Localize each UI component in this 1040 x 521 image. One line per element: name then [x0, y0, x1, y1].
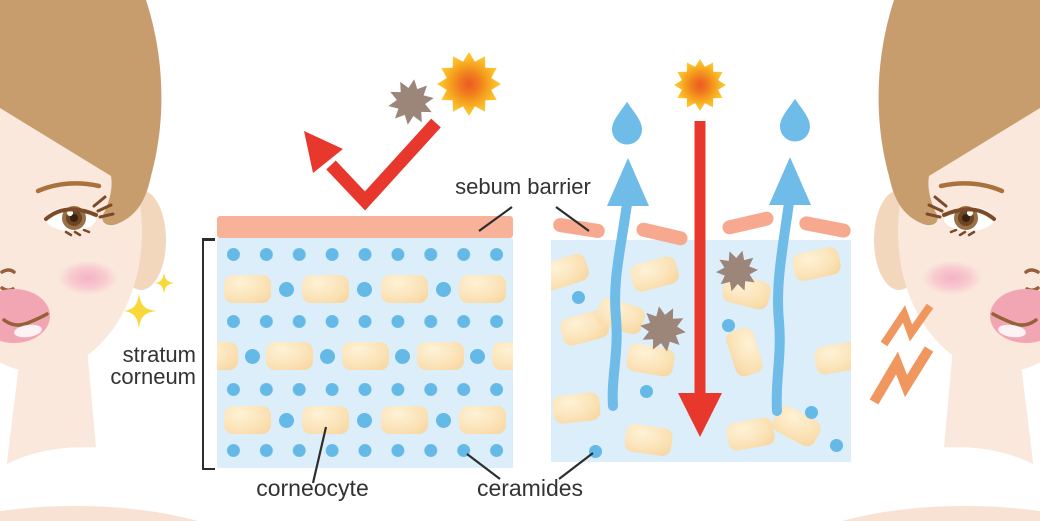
- corneocyte-cell: [790, 245, 843, 283]
- corneocyte-cell: [723, 325, 766, 379]
- corneocyte-cell: [458, 275, 506, 303]
- ceramide-dot: [435, 281, 451, 297]
- corneocyte-cell: [224, 275, 271, 303]
- corneocyte-cell: [416, 342, 464, 370]
- corneocyte-cell: [724, 416, 777, 452]
- corneocyte-cell: [624, 342, 677, 378]
- ceramide-dot-row: [217, 315, 513, 328]
- ceramide-dot: [640, 385, 653, 398]
- ceramide-dot: [722, 319, 735, 332]
- corneocyte-cell: [380, 406, 428, 434]
- irritant-particle-icon: [386, 76, 436, 128]
- corneocyte-cell: [302, 406, 350, 434]
- water-droplet-icon: [612, 101, 642, 145]
- corneocyte-label: corneocyte: [256, 475, 369, 501]
- ceramide-dot: [357, 281, 373, 297]
- ceramide-dot-row: [217, 383, 513, 396]
- broken-sebum-barrier-fragment: [552, 217, 606, 239]
- ceramide-dot: [244, 348, 260, 364]
- irritated-woman-face: [840, 0, 1040, 521]
- corneocyte-cell: [551, 391, 602, 425]
- stratum-corneum-label: stratum corneum: [84, 344, 196, 388]
- corneocyte-cell: [224, 406, 271, 434]
- broken-sebum-barrier-fragment: [721, 210, 775, 236]
- ceramide-dot: [395, 348, 411, 364]
- corneocyte-cell: [458, 406, 506, 434]
- ceramide-dot: [805, 406, 818, 419]
- corneocyte-row: [217, 406, 513, 434]
- ceramide-dot: [279, 412, 295, 428]
- ceramide-dot: [435, 412, 451, 428]
- ceramide-dot: [279, 281, 295, 297]
- ceramides-label: ceramides: [476, 475, 584, 501]
- corneocyte-cell: [302, 275, 350, 303]
- water-droplet-icon: [780, 98, 810, 142]
- ceramide-dot: [572, 291, 585, 304]
- ceramide-dot: [470, 348, 486, 364]
- sebum-barrier-label: sebum barrier: [455, 174, 591, 199]
- corneocyte-row: [217, 342, 513, 370]
- uv-reflected-arrow-icon: [304, 118, 441, 211]
- corneocyte-row: [217, 275, 513, 303]
- corneocyte-cell: [720, 272, 773, 312]
- intact-sebum-barrier: [217, 216, 513, 238]
- corneocyte-cell: [266, 342, 314, 370]
- ceramide-dot: [830, 439, 843, 452]
- corneocyte-cell: [628, 254, 681, 294]
- ceramide-dot: [319, 348, 335, 364]
- corneocyte-cell: [380, 275, 428, 303]
- stratum-corneum-label-line1: stratum: [122, 342, 196, 367]
- sun-icon: [437, 52, 501, 116]
- healthy-stratum-corneum-block: [217, 238, 513, 468]
- ceramide-dot-row: [217, 444, 513, 457]
- corneocyte-cell: [551, 251, 592, 293]
- corneocyte-cell: [341, 342, 389, 370]
- corneocyte-cell: [623, 422, 674, 458]
- healthy-woman-face: [0, 0, 200, 521]
- sun-icon: [674, 59, 726, 111]
- ceramide-dot: [589, 445, 602, 458]
- corneocyte-cell: [217, 342, 238, 370]
- damaged-stratum-corneum-block: [551, 240, 851, 462]
- healthy-skin-diagram: [217, 216, 513, 468]
- ceramide-dot: [357, 412, 373, 428]
- corneocyte-cell: [492, 342, 513, 370]
- ceramide-dot-row: [217, 248, 513, 261]
- stratum-corneum-label-line2: corneum: [110, 364, 196, 389]
- stratum-corneum-bracket: [202, 238, 216, 470]
